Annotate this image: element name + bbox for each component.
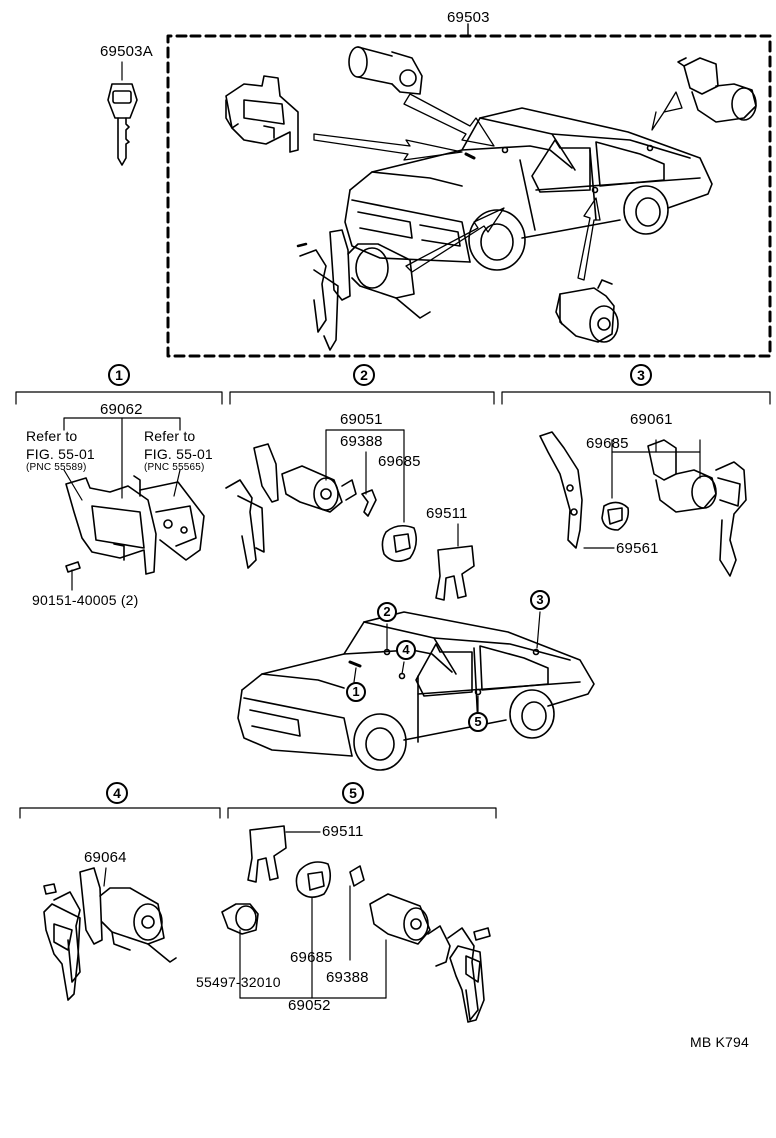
refer-left-pnc: (PNC 55589) — [26, 462, 87, 473]
part-69561-label: 69561 — [616, 540, 659, 557]
top-hood-lock-sketch — [225, 75, 299, 153]
section-brackets — [15, 391, 771, 819]
refer-right-line1: Refer to — [144, 428, 196, 444]
top-door-cylinder-sketch — [348, 46, 423, 95]
part-69062-label: 69062 — [100, 401, 143, 418]
top-trunk-lock-sketch — [677, 57, 757, 123]
part-69388-label-s5: 69388 — [326, 969, 369, 986]
part-69052-label: 69052 — [288, 997, 331, 1014]
part-69061-label: 69061 — [630, 411, 673, 428]
part-69511-label-s5: 69511 — [322, 823, 364, 840]
part-69503-label: 69503 — [447, 9, 490, 26]
part-69388-label: 69388 — [340, 433, 383, 450]
refer-left-line2: FIG. 55-01 — [26, 446, 95, 462]
refer-right-pnc: (PNC 55565) — [144, 462, 205, 473]
part-69511-label-s2: 69511 — [426, 505, 468, 522]
section3-marker: 3 — [630, 364, 652, 386]
section2-door-lock-sketch — [225, 443, 475, 601]
top-door-cylinder-2-sketch — [555, 279, 619, 343]
section3-trunk-lock-sketch — [539, 431, 747, 577]
part-69503a-label: 69503A — [100, 43, 153, 60]
car-marker-1: 1 — [346, 682, 366, 702]
key-icon-69503a — [107, 61, 138, 166]
section5-leaders — [239, 831, 387, 999]
car-marker-4: 4 — [396, 640, 416, 660]
refer-left-line1: Refer to — [26, 428, 78, 444]
top-callout-arrows — [313, 91, 683, 281]
part-69064-label: 69064 — [84, 849, 127, 866]
part-69685-label-s3: 69685 — [586, 435, 629, 452]
part-55497-label: 55497-32010 — [196, 974, 281, 990]
section2-leaders — [325, 429, 459, 547]
section5-door-lock-sketch — [221, 825, 491, 1023]
section4-ignition-sketch — [43, 867, 177, 1001]
car-marker-3: 3 — [530, 590, 550, 610]
section5-marker: 5 — [342, 782, 364, 804]
section2-marker: 2 — [353, 364, 375, 386]
car-top-illustration — [344, 107, 713, 271]
section1-hood-lock-sketch — [65, 475, 205, 575]
section3-leaders — [583, 439, 701, 549]
part-90151-label: 90151-40005 (2) — [32, 592, 139, 608]
part-69685-label-s5: 69685 — [290, 949, 333, 966]
part-69051-label: 69051 — [340, 411, 383, 428]
car-middle-marker-leaders — [353, 611, 541, 713]
car-marker-5: 5 — [468, 712, 488, 732]
top-ignition-sketch — [296, 229, 431, 351]
figure-code: MB K794 — [690, 1034, 749, 1050]
car-middle-illustration — [237, 611, 595, 771]
car-marker-2: 2 — [377, 602, 397, 622]
section4-marker: 4 — [106, 782, 128, 804]
part-69685-label-s2: 69685 — [378, 453, 421, 470]
section1-leaders — [63, 417, 181, 591]
assembly-box — [166, 23, 772, 358]
refer-right-line2: FIG. 55-01 — [144, 446, 213, 462]
section1-marker: 1 — [108, 364, 130, 386]
